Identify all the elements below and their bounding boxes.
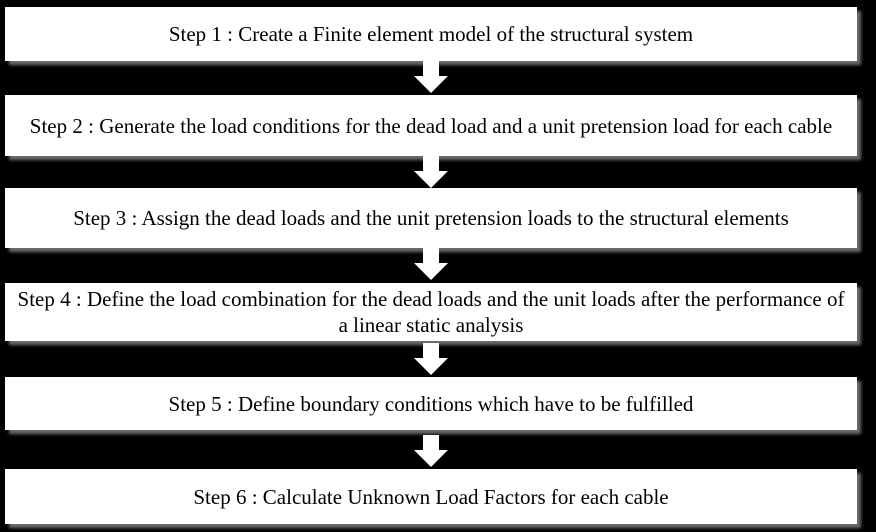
arrow-down-icon <box>414 343 448 375</box>
step-2-text: Step 2 : Generate the load conditions fo… <box>29 113 833 138</box>
flowchart-step-1: Step 1 : Create a Finite element model o… <box>5 7 857 61</box>
step-4-text: Step 4 : Define the load combination for… <box>17 287 845 337</box>
step-6-text: Step 6 : Calculate Unknown Load Factors … <box>193 484 669 509</box>
arrow-down-icon <box>414 435 448 467</box>
arrow-down-icon <box>414 61 448 93</box>
arrow-down-icon <box>414 156 448 188</box>
flowchart-step-6: Step 6 : Calculate Unknown Load Factors … <box>5 469 857 524</box>
flowchart-step-5: Step 5 : Define boundary conditions whic… <box>5 377 857 430</box>
step-3-text: Step 3 : Assign the dead loads and the u… <box>73 206 789 230</box>
flowchart-step-2: Step 2 : Generate the load conditions fo… <box>5 95 857 156</box>
flowchart-step-4: Step 4 : Define the load combination for… <box>5 283 857 341</box>
step-5-text: Step 5 : Define boundary conditions whic… <box>168 391 694 416</box>
arrow-down-icon <box>414 248 448 280</box>
step-1-text: Step 1 : Create a Finite element model o… <box>168 22 694 46</box>
flowchart-step-3: Step 3 : Assign the dead loads and the u… <box>5 188 857 248</box>
